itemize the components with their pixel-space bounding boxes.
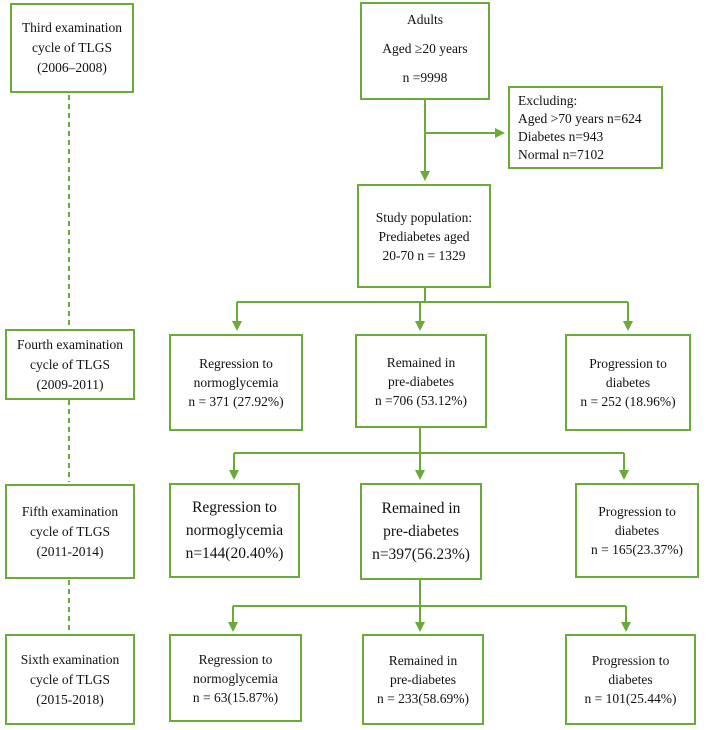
outcome-line: n = 371 (27.92%) xyxy=(188,394,284,409)
study-population-box: Study population: Prediabetes aged 20-70… xyxy=(357,184,491,288)
outcome-line: n = 101(25.44%) xyxy=(584,691,677,706)
fourth-regression-box: Regression to normoglycemia n = 371 (27.… xyxy=(169,334,303,431)
outcome-line: diabetes xyxy=(614,523,660,538)
stage-line: (2006–2008) xyxy=(37,60,107,75)
sixth-regression-box: Regression to normoglycemia n = 63(15.87… xyxy=(169,634,302,722)
stage-line: Third examination xyxy=(21,20,123,35)
stage-fourth-cycle: Fourth examination cycle of TLGS (2009-2… xyxy=(5,329,135,400)
study-population-line: Prediabetes aged xyxy=(378,228,470,244)
outcome-line: pre-diabetes xyxy=(390,672,456,687)
stage-line: (2015-2018) xyxy=(36,691,104,707)
stage-line: cycle of TLGS xyxy=(32,40,112,55)
stage-line: (2011-2014) xyxy=(36,543,104,559)
stage-line: cycle of TLGS xyxy=(30,671,110,687)
adults-line: n =9998 xyxy=(402,70,448,85)
outcome-line: normoglycemia xyxy=(193,375,279,390)
stage-line: Fifth examination xyxy=(21,503,119,519)
outcome-line: Regression to xyxy=(198,651,273,667)
outcome-line: Remained in xyxy=(386,354,456,370)
study-population-line: Study population: xyxy=(375,209,473,225)
excluding-line: Diabetes n=943 xyxy=(518,128,604,144)
stage-line: Fourth examination xyxy=(16,336,124,352)
outcome-line: diabetes xyxy=(605,375,651,390)
excluding-line: Normal n=7102 xyxy=(518,146,604,162)
outcome-line: Progression to xyxy=(598,504,676,519)
outcome-line: n =706 (53.12%) xyxy=(375,392,467,408)
outcome-line: Regression to xyxy=(199,356,273,371)
adults-line: Adults xyxy=(406,12,443,27)
study-population-line: 20-70 n = 1329 xyxy=(382,247,466,263)
outcome-line: pre-diabetes xyxy=(383,523,459,540)
outcome-line: n = 165(23.37%) xyxy=(591,542,683,557)
excluding-line: Aged >70 years n=624 xyxy=(518,110,642,126)
outcome-line: Remained in xyxy=(388,653,458,668)
outcome-line: Progression to xyxy=(591,653,670,668)
outcome-line: n = 252 (18.96%) xyxy=(580,394,676,409)
outcome-line: diabetes xyxy=(608,672,653,687)
fourth-remained-box: Remained in pre-diabetes n =706 (53.12%) xyxy=(355,334,487,428)
fifth-progression-box: Progression to diabetes n = 165(23.37%) xyxy=(575,483,699,578)
outcome-line: n = 233(58.69%) xyxy=(377,691,469,706)
adults-line: Aged ≥20 years xyxy=(382,41,468,56)
fifth-regression-box: Regression to normoglycemia n=144(20.40%… xyxy=(169,483,300,578)
fifth-remained-box: Remained in pre-diabetes n=397(56.23%) xyxy=(360,483,482,580)
excluding-line: Excluding: xyxy=(518,92,578,108)
excluding-box: Excluding: Aged >70 years n=624 Diabetes… xyxy=(508,86,663,169)
sixth-progression-box: Progression to diabetes n = 101(25.44%) xyxy=(565,634,696,725)
outcome-line: Progression to xyxy=(589,356,667,371)
adults-box: Adults Aged ≥20 years n =9998 xyxy=(360,2,490,100)
outcome-line: n = 63(15.87%) xyxy=(192,689,279,705)
outcome-line: normoglycemia xyxy=(193,670,278,686)
outcome-line: n=397(56.23%) xyxy=(372,546,470,563)
outcome-line: pre-diabetes xyxy=(388,373,454,389)
stage-sixth-cycle: Sixth examination cycle of TLGS (2015-20… xyxy=(5,634,135,725)
stage-third-cycle: Third examination cycle of TLGS (2006–20… xyxy=(10,3,134,93)
outcome-line: Remained in xyxy=(381,500,461,517)
stage-fifth-cycle: Fifth examination cycle of TLGS (2011-20… xyxy=(5,484,135,579)
outcome-line: normoglycemia xyxy=(185,522,284,539)
outcome-line: n=144(20.40%) xyxy=(185,545,284,562)
stage-line: cycle of TLGS xyxy=(30,356,110,372)
stage-line: cycle of TLGS xyxy=(30,523,110,539)
stage-line: (2009-2011) xyxy=(36,376,104,392)
outcome-line: Regression to xyxy=(192,499,277,516)
sixth-remained-box: Remained in pre-diabetes n = 233(58.69%) xyxy=(362,634,484,725)
fourth-progression-box: Progression to diabetes n = 252 (18.96%) xyxy=(565,334,691,431)
stage-line: Sixth examination xyxy=(20,651,120,667)
